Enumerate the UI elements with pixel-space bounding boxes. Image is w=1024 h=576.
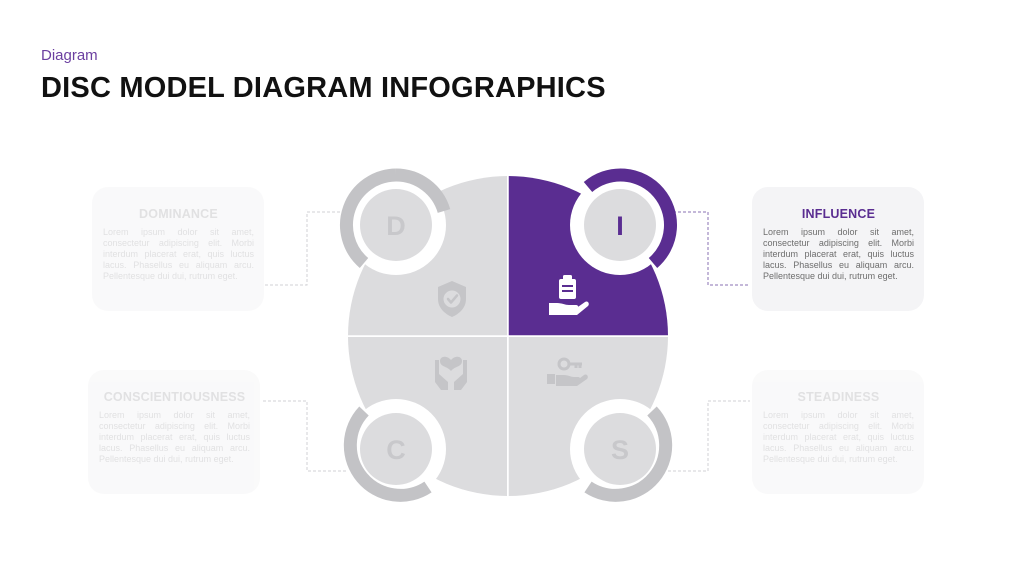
badge-s[interactable]: S <box>570 399 673 502</box>
card-conscientiousness: CONSCIENTIOUSNESS Lorem ipsum dolor sit … <box>88 370 260 494</box>
connector-influence <box>668 211 750 286</box>
card-dominance-heading: DOMINANCE <box>139 207 218 221</box>
section-label: Diagram <box>41 47 98 64</box>
shield-check-icon <box>438 281 466 317</box>
card-steadiness-body: Lorem ipsum dolor sit amet, consectetur … <box>763 410 914 464</box>
connector-steadiness <box>668 400 750 472</box>
card-steadiness: STEADINESS Lorem ipsum dolor sit amet, c… <box>752 370 924 494</box>
card-influence-body: Lorem ipsum dolor sit amet, consectetur … <box>763 227 914 281</box>
hand-clipboard-icon <box>549 275 589 315</box>
connector-dominance <box>265 211 348 286</box>
card-dominance-body: Lorem ipsum dolor sit amet, consectetur … <box>103 227 254 281</box>
card-conscientiousness-heading: CONSCIENTIOUSNESS <box>103 390 246 404</box>
badge-c[interactable]: C <box>343 399 446 502</box>
card-conscientiousness-body: Lorem ipsum dolor sit amet, consectetur … <box>99 410 250 464</box>
connector-conscientiousness <box>263 400 348 472</box>
hands-heart-icon <box>435 356 467 390</box>
page-title: DISC MODEL DIAGRAM INFOGRAPHICS <box>41 72 606 104</box>
badge-d[interactable]: D <box>340 168 451 275</box>
hand-key-icon <box>547 357 588 386</box>
card-dominance: DOMINANCE Lorem ipsum dolor sit amet, co… <box>92 187 264 311</box>
badge-i-letter: I <box>616 211 624 241</box>
card-influence: INFLUENCE Lorem ipsum dolor sit amet, co… <box>752 187 924 311</box>
card-steadiness-heading: STEADINESS <box>797 390 880 404</box>
badge-s-letter: S <box>611 435 629 465</box>
badge-c-letter: C <box>386 435 406 465</box>
card-influence-heading: INFLUENCE <box>801 207 876 221</box>
connector-lines <box>263 211 750 472</box>
badge-i[interactable]: I <box>570 168 677 275</box>
badge-d-letter: D <box>386 211 406 241</box>
